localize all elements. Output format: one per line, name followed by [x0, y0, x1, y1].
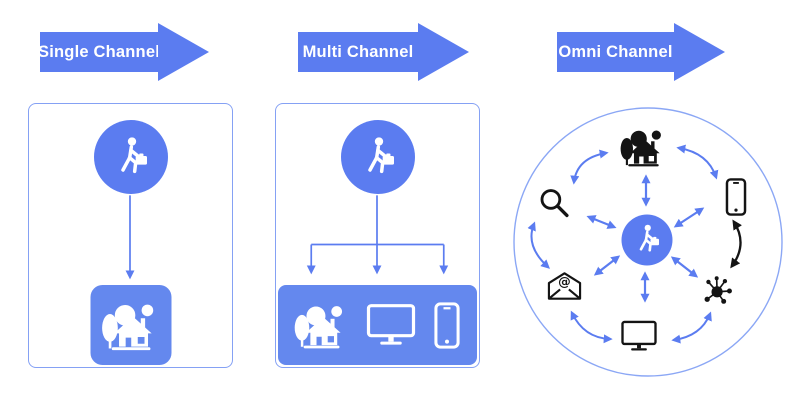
network-hub-icon [703, 275, 733, 305]
person-briefcase-icon [111, 135, 151, 179]
arrow-phone-hub [730, 219, 742, 269]
omni-channel-banner: Omni Channel [557, 23, 725, 81]
banner-body: Multi Channel [298, 32, 418, 72]
arrow-store-phone [676, 144, 719, 180]
arrow-center-phone [673, 207, 705, 228]
arrow-email-monitor [570, 310, 613, 344]
omni-channel-panel [513, 107, 783, 377]
storefront-icon [294, 302, 348, 349]
radial-arrows [586, 174, 705, 303]
monitor-icon [621, 320, 657, 352]
center-customer [621, 214, 673, 266]
single-channel-banner: Single Channel [38, 23, 209, 81]
arrow-search-email [527, 221, 550, 269]
arrow-head [418, 23, 469, 81]
storefront-icon [620, 130, 661, 167]
omni-ring [513, 107, 783, 377]
channel-bar [278, 285, 477, 365]
search-icon [540, 188, 569, 218]
single-channel-panel [28, 103, 233, 368]
storefront-icon [102, 300, 160, 351]
arrow-center-email [593, 255, 621, 276]
omni-channel-label: Omni Channel [558, 42, 673, 61]
arrow-monitor-hub [671, 311, 712, 344]
multi-channel-banner: Multi Channel [298, 23, 469, 81]
curved-arrows [527, 144, 719, 344]
single-channel-label: Single Channel [38, 42, 160, 61]
smartphone-icon [725, 178, 747, 216]
arrow-center-search [586, 215, 617, 229]
smartphone-icon [433, 302, 461, 349]
store-tile [90, 285, 171, 365]
arrow-center-hub [670, 256, 699, 278]
customer-avatar [93, 120, 168, 194]
customer-avatar [340, 120, 415, 194]
arrow-store-search [570, 149, 609, 185]
person-briefcase-icon [358, 135, 398, 179]
multi-channel-label: Multi Channel [302, 42, 414, 61]
arrow-head [158, 23, 209, 81]
banner-body: Omni Channel [557, 32, 674, 72]
email-icon [547, 272, 582, 300]
banner-body: Single Channel [38, 32, 160, 72]
multi-channel-panel [275, 103, 480, 368]
monitor-icon [365, 303, 417, 348]
arrow-head [674, 23, 725, 81]
